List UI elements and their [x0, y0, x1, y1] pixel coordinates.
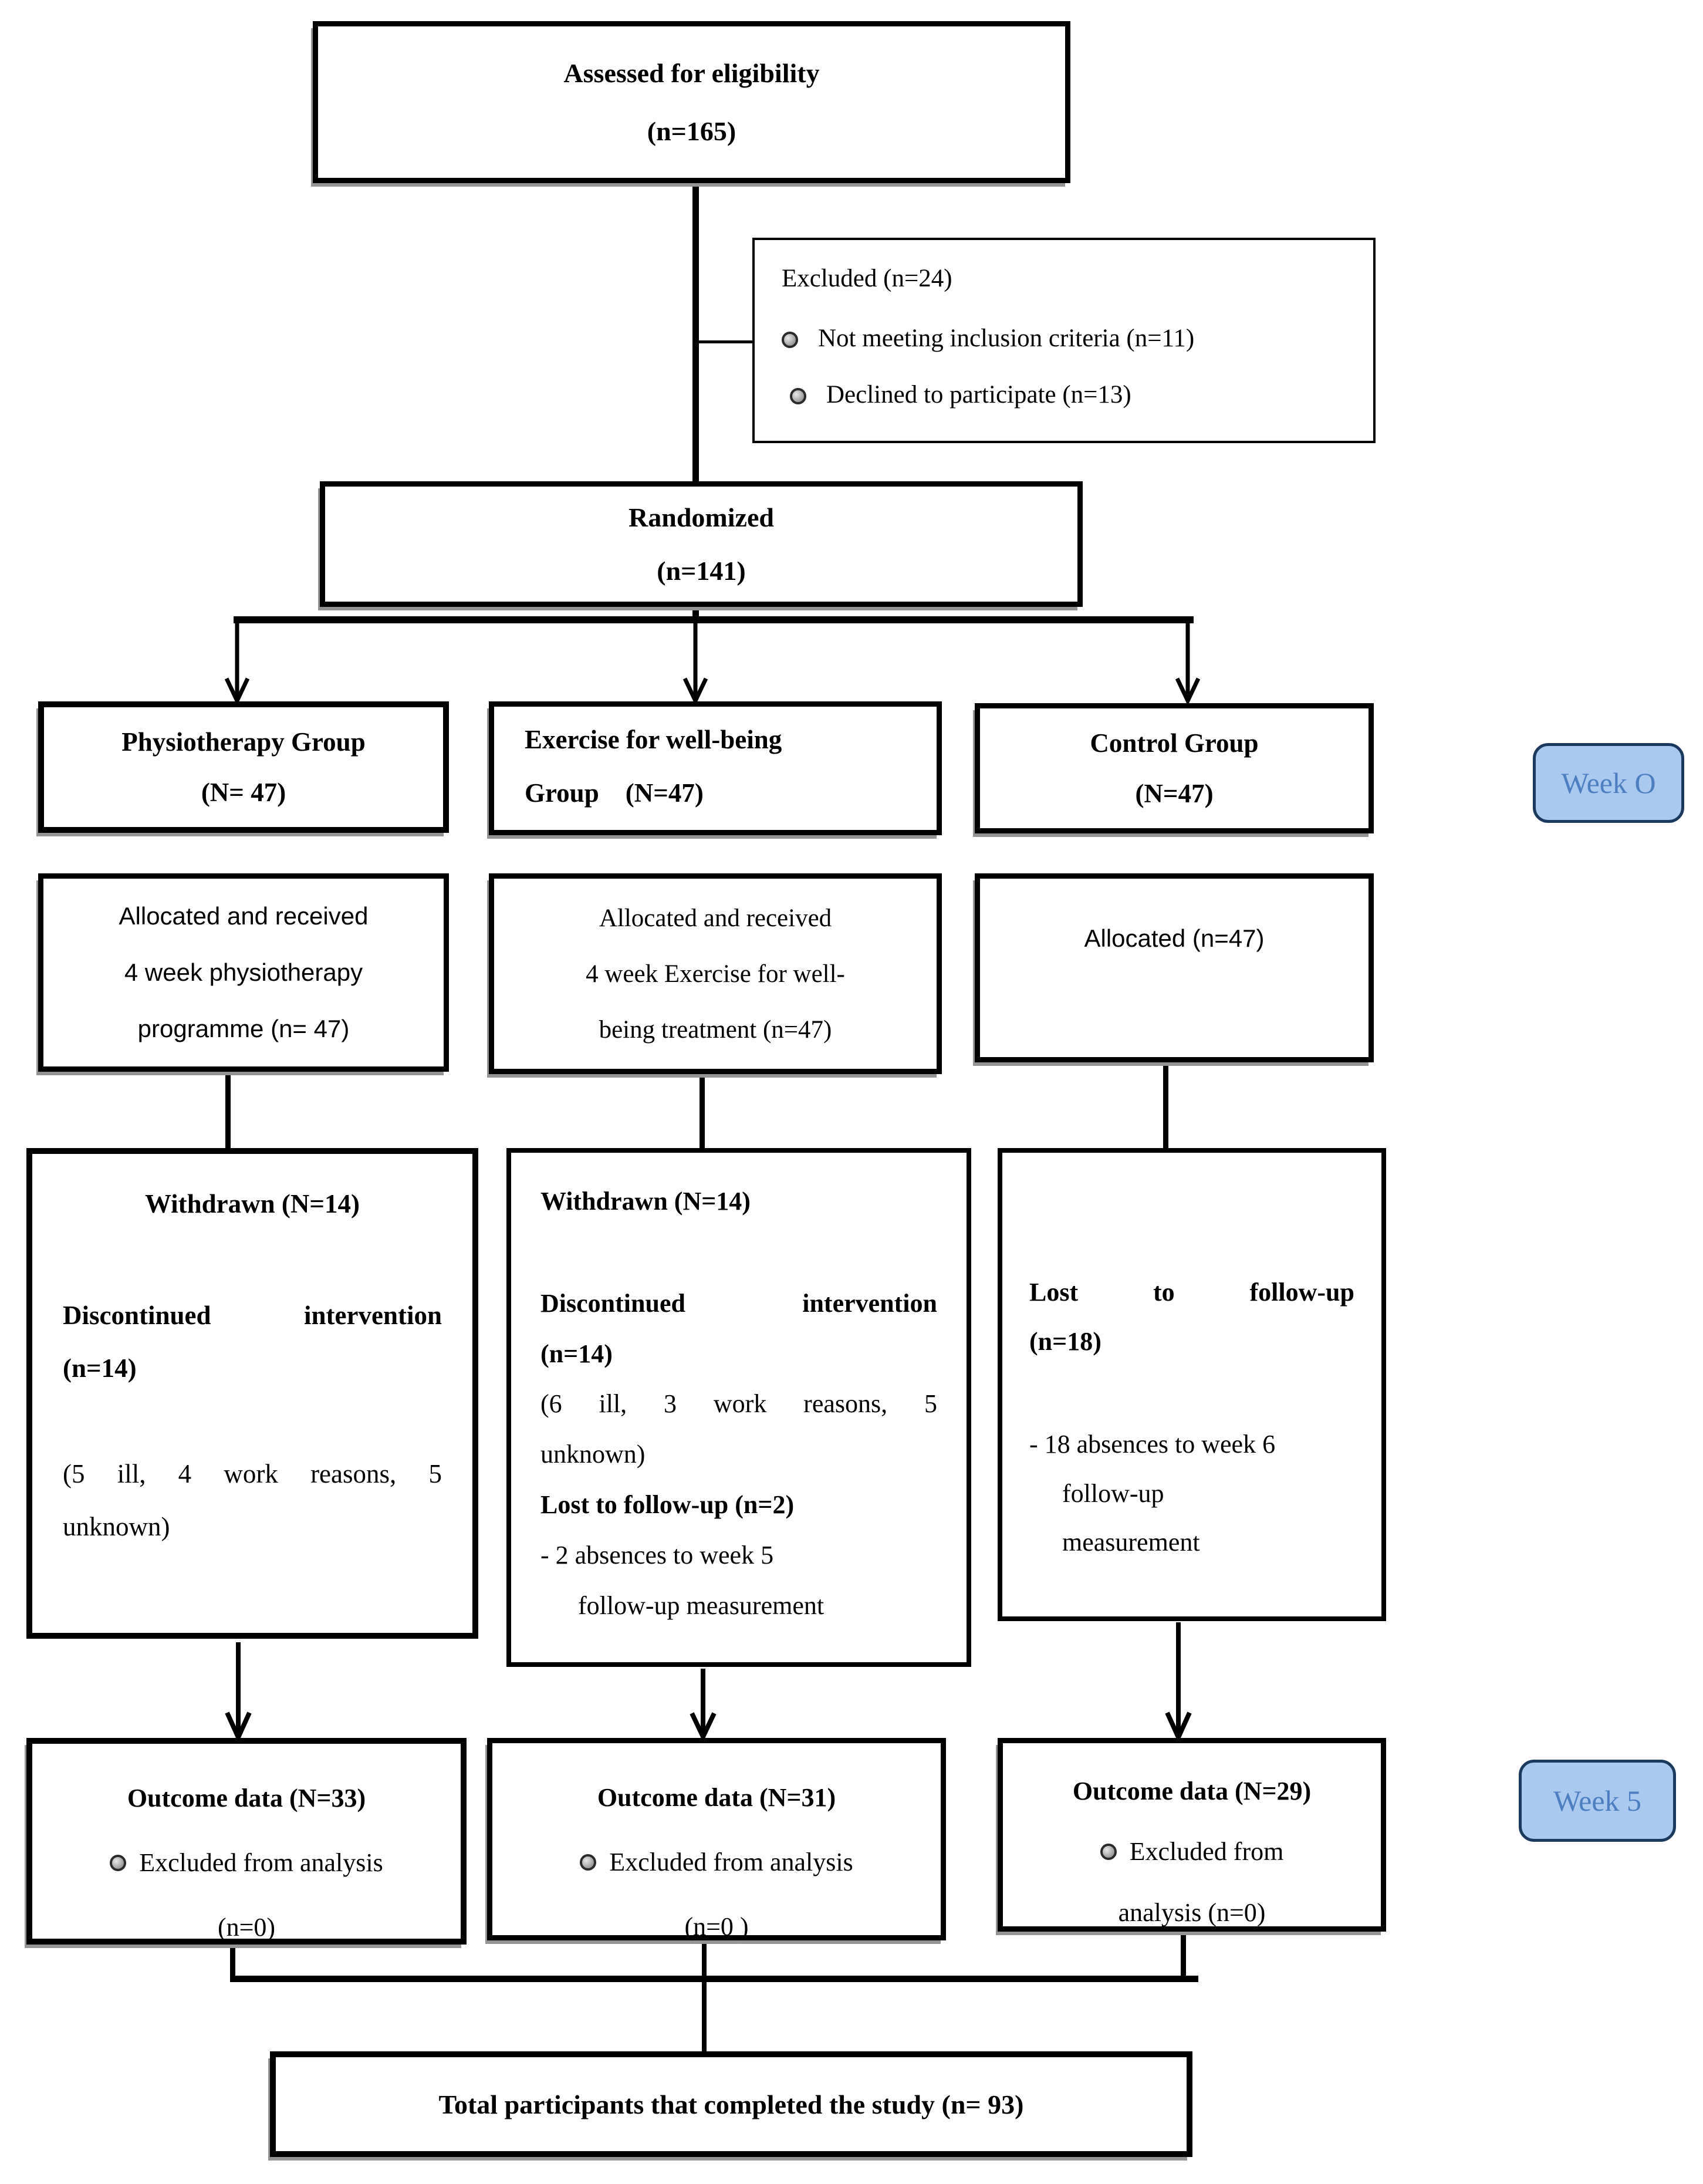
- alloc-control-line1: Allocated (n=47): [1084, 924, 1265, 952]
- withdrawn-ewb-disc-line1: Discontinued intervention: [540, 1288, 937, 1318]
- box-excluded: Excluded (n=24) Not meeting inclusion cr…: [752, 238, 1376, 443]
- ewb-group-title-line1: Exercise for well-being: [525, 725, 782, 754]
- alloc-ewb-line1: Allocated and received: [599, 904, 832, 932]
- merge-horizontal-line: [230, 1976, 1198, 1982]
- outcome-physio-count: (n=0): [217, 1913, 276, 1942]
- ewb-group-title-line2: Group (N=47): [525, 778, 704, 808]
- withdrawn-physio-reasons-line2: unknown): [63, 1512, 170, 1541]
- box-allocated-physio: Allocated and received 4 week physiother…: [38, 873, 449, 1072]
- withdrawn-physio-reasons-line1: (5 ill, 4 work reasons, 5: [63, 1459, 442, 1488]
- connector-alloc-withdrawn-ewb: [700, 1072, 705, 1152]
- alloc-ewb-line2: 4 week Exercise for well-: [586, 960, 845, 988]
- box-randomized: Randomized (n=141): [320, 481, 1083, 607]
- box-assessed-for-eligibility: Assessed for eligibility (n=165): [313, 21, 1070, 183]
- box-outcome-control: Outcome data (N=29) Excluded from analys…: [998, 1738, 1386, 1932]
- box-allocated-control: Allocated (n=47): [975, 873, 1374, 1062]
- physio-group-count: (N= 47): [201, 778, 286, 807]
- withdrawn-ewb-reasons-line2: unknown): [540, 1440, 646, 1469]
- assessed-line1: Assessed for eligibility: [563, 58, 820, 88]
- merge-vertical-center: [702, 1939, 707, 2053]
- arrow-withdrawn-outcome-physio: [225, 1642, 252, 1740]
- outcome-control-excluded: Excluded from: [1129, 1837, 1284, 1866]
- box-withdrawn-ewb: Withdrawn (N=14) Discontinued interventi…: [506, 1148, 971, 1667]
- withdrawn-ewb-lost: Lost to follow-up (n=2): [540, 1490, 795, 1519]
- excluded-title: Excluded (n=24): [782, 265, 952, 292]
- week-0-label: Week O: [1561, 767, 1656, 799]
- lost-control-title-line1: Lost to follow-up: [1029, 1278, 1354, 1307]
- bullet-icon: [790, 387, 806, 404]
- control-group-title: Control Group: [1090, 728, 1259, 758]
- connector-assessed-to-randomized: [692, 181, 699, 482]
- bullet-icon: [110, 1855, 127, 1871]
- box-outcome-ewb: Outcome data (N=31) Excluded from analys…: [487, 1738, 946, 1941]
- withdrawn-ewb-absences-line1: - 2 absences to week 5: [540, 1540, 774, 1569]
- outcome-physio-excluded: Excluded from analysis: [139, 1848, 383, 1877]
- assessed-count: (n=165): [647, 116, 736, 146]
- week-5-label: Week 5: [1553, 1784, 1642, 1817]
- outcome-ewb-count: (n=0 ): [684, 1912, 749, 1941]
- physio-group-title: Physiotherapy Group: [121, 727, 366, 757]
- arrow-withdrawn-outcome-control: [1165, 1622, 1192, 1740]
- box-withdrawn-physio: Withdrawn (N=14) Discontinued interventi…: [26, 1148, 478, 1639]
- box-ewb-group: Exercise for well-being Group (N=47): [489, 701, 942, 835]
- box-allocated-ewb: Allocated and received 4 week Exercise f…: [489, 873, 942, 1074]
- connector-alloc-withdrawn-control: [1163, 1060, 1168, 1152]
- randomized-line1: Randomized: [629, 502, 774, 532]
- box-control-group: Control Group (N=47): [975, 703, 1374, 833]
- outcome-physio-title: Outcome data (N=33): [127, 1784, 366, 1812]
- excluded-bullet-row-2: Declined to participate (n=13): [782, 379, 1346, 411]
- outcome-control-title: Outcome data (N=29): [1072, 1777, 1312, 1805]
- outcome-ewb-excluded: Excluded from analysis: [609, 1848, 853, 1876]
- alloc-physio-line2: 4 week physiotherapy: [124, 958, 363, 986]
- randomized-count: (n=141): [657, 556, 746, 586]
- arrow-to-control-group: [1175, 622, 1201, 703]
- excluded-bullet-row-1: Not meeting inclusion criteria (n=11): [782, 322, 1346, 355]
- lost-control-absences-line1: - 18 absences to week 6: [1029, 1430, 1276, 1459]
- control-group-count: (N=47): [1135, 779, 1214, 808]
- withdrawn-ewb-disc-line2: (n=14): [540, 1339, 613, 1368]
- outcome-physio-bullet-line: Excluded from analysis: [32, 1831, 461, 1895]
- connector-randomized-stub: [692, 606, 699, 622]
- outcome-ewb-bullet-line: Excluded from analysis: [492, 1830, 941, 1895]
- withdrawn-physio-title: Withdrawn (N=14): [144, 1189, 360, 1218]
- withdrawn-ewb-reasons-line1: (6 ill, 3 work reasons, 5: [540, 1389, 937, 1419]
- alloc-physio-line3: programme (n= 47): [137, 1015, 350, 1042]
- box-outcome-physio: Outcome data (N=33) Excluded from analys…: [26, 1738, 467, 1945]
- alloc-ewb-line3: being treatment (n=47): [599, 1015, 832, 1044]
- week-5-badge: Week 5: [1519, 1760, 1676, 1842]
- total-completed-line: Total participants that completed the st…: [438, 2089, 1024, 2119]
- box-total-completed: Total participants that completed the st…: [270, 2051, 1192, 2157]
- arrow-withdrawn-outcome-ewb: [690, 1669, 717, 1739]
- lost-control-title-line2: (n=18): [1029, 1326, 1101, 1356]
- bullet-icon: [1100, 1844, 1117, 1861]
- outcome-control-bullet-line: Excluded from: [1003, 1821, 1381, 1882]
- merge-vertical-left: [230, 1943, 235, 1980]
- outcome-control-count: analysis (n=0): [1118, 1898, 1266, 1927]
- withdrawn-physio-disc-line2: (n=14): [63, 1353, 137, 1383]
- connector-alloc-withdrawn-physio: [225, 1069, 231, 1152]
- lost-control-absences-line3: measurement: [1062, 1528, 1200, 1557]
- arrow-to-physiotherapy-group: [224, 622, 250, 703]
- box-lost-control: Lost to follow-up (n=18) - 18 absences t…: [998, 1148, 1386, 1621]
- bullet-icon: [782, 331, 798, 348]
- branch-horizontal-line: [234, 616, 1194, 623]
- arrow-to-ewb-group: [682, 622, 708, 703]
- excluded-bullet-2: Declined to participate (n=13): [826, 380, 1131, 409]
- box-physiotherapy-group: Physiotherapy Group (N= 47): [38, 701, 449, 833]
- lost-control-absences-line2: follow-up: [1062, 1478, 1164, 1508]
- merge-vertical-right: [1181, 1931, 1186, 1980]
- bullet-icon: [580, 1854, 597, 1871]
- week-0-badge: Week O: [1533, 743, 1684, 823]
- outcome-ewb-title: Outcome data (N=31): [597, 1783, 836, 1812]
- connector-excluded-elbow: [697, 340, 753, 343]
- alloc-physio-line1: Allocated and received: [119, 902, 369, 930]
- withdrawn-ewb-title: Withdrawn (N=14): [540, 1187, 751, 1216]
- withdrawn-ewb-absences-line2: follow-up measurement: [578, 1591, 825, 1620]
- withdrawn-physio-disc-line1: Discontinued intervention: [63, 1301, 442, 1330]
- excluded-bullet-1: Not meeting inclusion criteria (n=11): [818, 324, 1195, 352]
